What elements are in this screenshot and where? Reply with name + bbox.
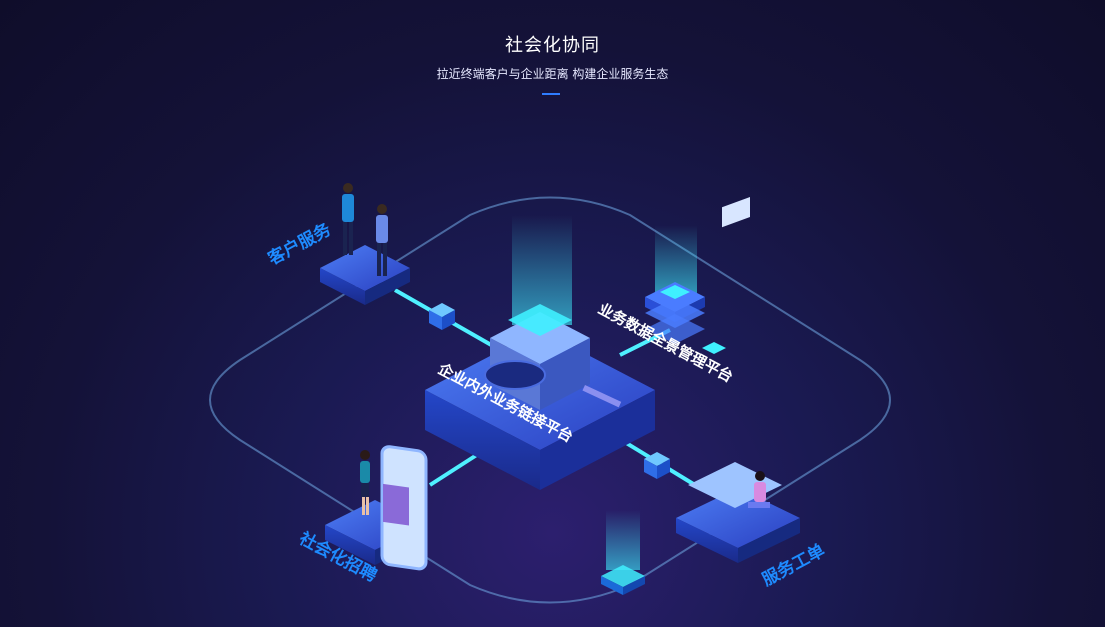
database-icon [645, 282, 726, 354]
core-platform [425, 304, 655, 490]
title-underline [542, 93, 560, 95]
cube-icon [429, 303, 455, 330]
page-subtitle: 拉近终端客户与企业距离 构建企业服务生态 [436, 67, 669, 81]
person-icon [342, 183, 354, 255]
light-beam [606, 510, 640, 570]
page-title: 社会化协同 [505, 35, 600, 56]
person-icon [360, 450, 370, 515]
social-recruit-platform [325, 445, 428, 571]
laptop-icon [722, 197, 750, 228]
glow-cube-icon [601, 565, 645, 595]
cube-icon [644, 452, 670, 479]
person-icon [376, 204, 388, 276]
person-icon [748, 471, 770, 508]
service-ticket-platform [676, 197, 800, 563]
label-customer-service: 客户服务 [264, 218, 336, 269]
customer-service-platform [320, 183, 410, 305]
